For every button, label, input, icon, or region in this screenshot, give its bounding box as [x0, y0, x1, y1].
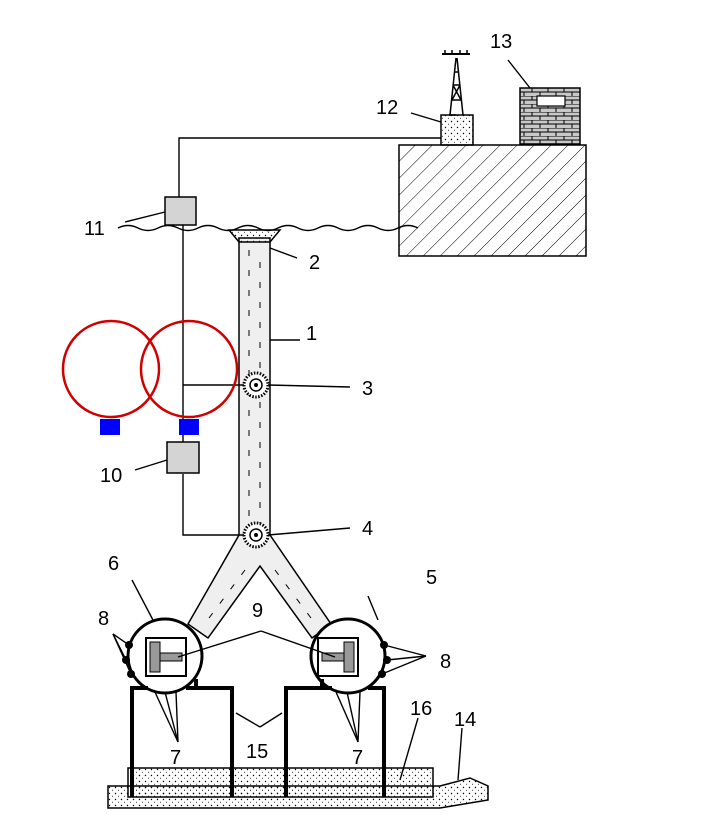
- shore-block: [398, 144, 587, 257]
- label-7-left: 7: [170, 747, 181, 769]
- label-10: 10: [100, 465, 122, 487]
- support-legs: [130, 679, 386, 797]
- surface-buoy: [164, 196, 197, 226]
- blue-marker-left: [100, 419, 120, 435]
- red-ring-right: [139, 319, 239, 419]
- label-3: 3: [362, 378, 373, 400]
- label-5: 5: [426, 567, 437, 589]
- label-1: 1: [306, 323, 317, 345]
- radio-tower-icon: [442, 50, 470, 116]
- label-9: 9: [252, 600, 263, 622]
- pipe-intake: [227, 229, 282, 243]
- label-12: 12: [376, 97, 398, 119]
- leader-lines: [112, 59, 531, 781]
- label-8-left: 8: [98, 608, 109, 630]
- mineral-deposit: [127, 767, 434, 798]
- pump-icon: [242, 371, 270, 399]
- brick-building-icon: [519, 87, 581, 145]
- label-14: 14: [454, 709, 476, 731]
- riser-pipe: [187, 237, 333, 640]
- label-11: 11: [84, 218, 105, 240]
- label-13: 13: [490, 31, 512, 53]
- blue-marker-right: [179, 419, 199, 435]
- label-6: 6: [108, 553, 119, 575]
- control-station-box: [440, 114, 474, 146]
- label-16: 16: [410, 698, 432, 720]
- label-2: 2: [309, 252, 320, 274]
- control-unit-box: [166, 441, 200, 474]
- red-ring-left: [61, 319, 161, 419]
- label-4: 4: [362, 518, 373, 540]
- pump-icon: [242, 521, 270, 549]
- label-7-right: 7: [352, 747, 363, 769]
- label-8-right: 8: [440, 651, 451, 673]
- signal-cable: [178, 137, 441, 197]
- drill-head-icon: [122, 617, 204, 695]
- label-15: 15: [246, 741, 268, 763]
